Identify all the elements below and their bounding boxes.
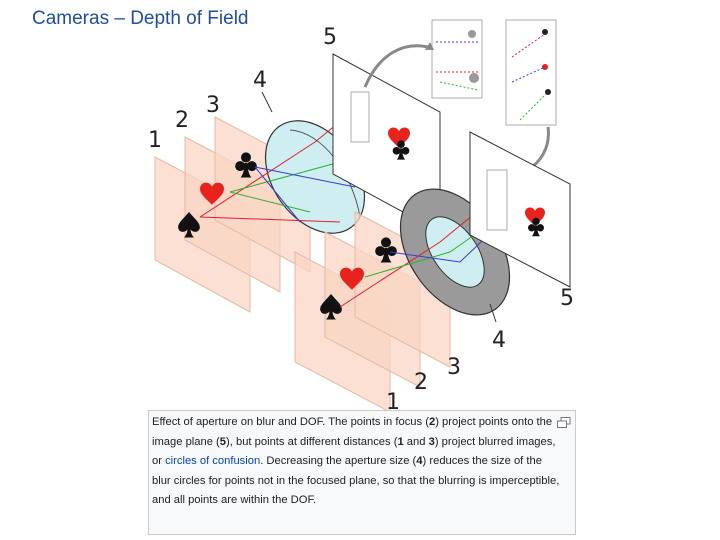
slide-title: Cameras – Depth of Field	[32, 8, 249, 29]
label-aperture-4: 4	[253, 68, 267, 93]
image-caption: Effect of aperture on blur and DOF. The …	[148, 410, 576, 535]
image-plane-upper	[332, 53, 441, 233]
caption-text: Effect of aperture on blur and DOF. The …	[152, 416, 560, 507]
circles-of-confusion-link[interactable]: circles of confusion	[165, 455, 261, 468]
label-plane-3-lower: 3	[447, 355, 461, 380]
label-plane-3: 3	[206, 93, 220, 118]
label-plane-1: 1	[148, 128, 162, 153]
enlarge-icon[interactable]	[557, 415, 571, 428]
label-image-plane-5: 5	[323, 25, 337, 50]
curved-arrow-icon	[363, 44, 429, 88]
label-plane-1-lower: 1	[386, 390, 400, 412]
label-aperture-4-lower: 4	[492, 328, 506, 353]
zoom-panel-right	[505, 19, 557, 126]
label-plane-2: 2	[175, 108, 189, 133]
label-plane-2-lower: 2	[414, 370, 428, 395]
zoom-panel-left	[431, 19, 483, 99]
image-plane-lower	[469, 131, 571, 288]
depth-of-field-diagram: 1 2 3 4 5 5 4 3 2 1	[148, 19, 574, 412]
label-image-plane-5-lower: 5	[560, 286, 574, 311]
